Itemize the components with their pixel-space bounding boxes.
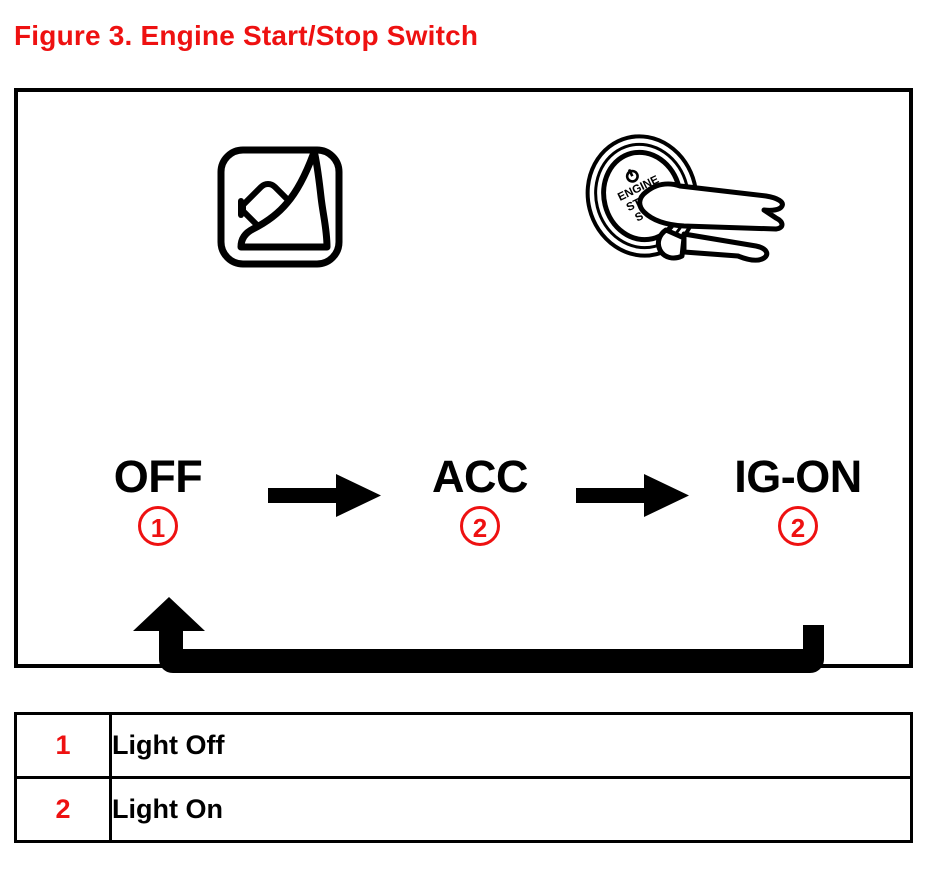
legend-table: 1 Light Off 2 Light On (14, 712, 913, 843)
state-label-ig-on: IG-ON (734, 451, 862, 502)
legend-number: 2 (14, 776, 112, 843)
status-badge-ig-on: 2 (778, 506, 818, 546)
arrow-acc-to-ig-on-icon (576, 473, 691, 518)
loop-arrow-ig-on-to-off-icon (113, 597, 853, 707)
legend-description: Light Off (109, 712, 913, 779)
pressing-hand-icon (637, 181, 785, 263)
state-label-acc: ACC (432, 451, 529, 502)
arrow-off-to-acc-icon (268, 473, 383, 518)
state-ig-on: IG-ON 2 (708, 454, 888, 546)
state-label-off: OFF (113, 451, 203, 502)
status-badge-off: 1 (138, 506, 178, 546)
table-row: 2 Light On (14, 776, 913, 843)
page-title: Figure 3. Engine Start/Stop Switch (14, 20, 479, 51)
state-acc: ACC 2 (390, 454, 570, 546)
engine-start-stop-button-icon: ENGINE START STOP (580, 134, 790, 279)
table-row: 1 Light Off (14, 712, 913, 779)
figure-frame: ENGINE START STOP OFF 1 ACC 2 IG-ON 2 (14, 88, 913, 673)
brake-pedal-icon (215, 145, 345, 270)
legend-description: Light On (109, 776, 913, 843)
legend-number: 1 (14, 712, 112, 779)
state-off: OFF 1 (68, 454, 248, 546)
status-badge-acc: 2 (460, 506, 500, 546)
